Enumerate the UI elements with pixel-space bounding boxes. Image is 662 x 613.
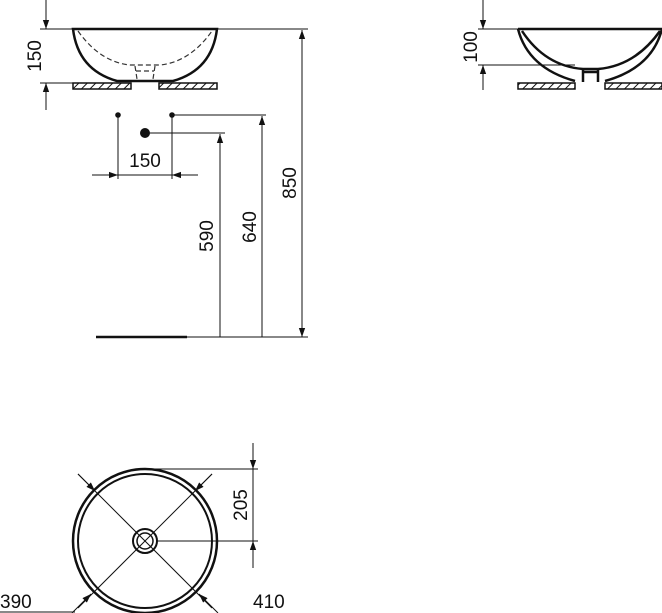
basin-outline xyxy=(71,27,219,83)
tap-spacing-label: 150 xyxy=(129,151,161,172)
drain-inner xyxy=(136,532,154,550)
dimension-arrow xyxy=(71,593,92,613)
outer-diameter-label: 410 xyxy=(253,592,285,613)
basin-inner-hidden xyxy=(77,30,213,66)
diameter-line xyxy=(77,473,213,609)
side-view: 150 850 150 590 640 xyxy=(25,0,308,339)
supply-height-label: 640 xyxy=(240,211,261,243)
plan-view: 205 390 410 xyxy=(0,443,285,613)
height-label: 150 xyxy=(25,40,46,72)
dimension-arrow xyxy=(77,473,96,492)
inner-diameter-label: 390 xyxy=(0,592,32,613)
countertop-left xyxy=(517,82,576,90)
waste-height-label: 590 xyxy=(197,220,218,252)
front-view: 100 xyxy=(461,0,662,90)
dimension-arrow xyxy=(198,593,219,613)
waste-hidden xyxy=(134,65,156,80)
countertop-right xyxy=(158,82,218,90)
height-label: 100 xyxy=(461,31,482,63)
countertop-right xyxy=(604,82,662,90)
total-height-label: 850 xyxy=(280,167,301,199)
dimension-arrow xyxy=(194,473,213,492)
basin-outline xyxy=(516,27,662,83)
center-offset-label: 205 xyxy=(231,489,252,521)
countertop-left xyxy=(72,82,132,90)
